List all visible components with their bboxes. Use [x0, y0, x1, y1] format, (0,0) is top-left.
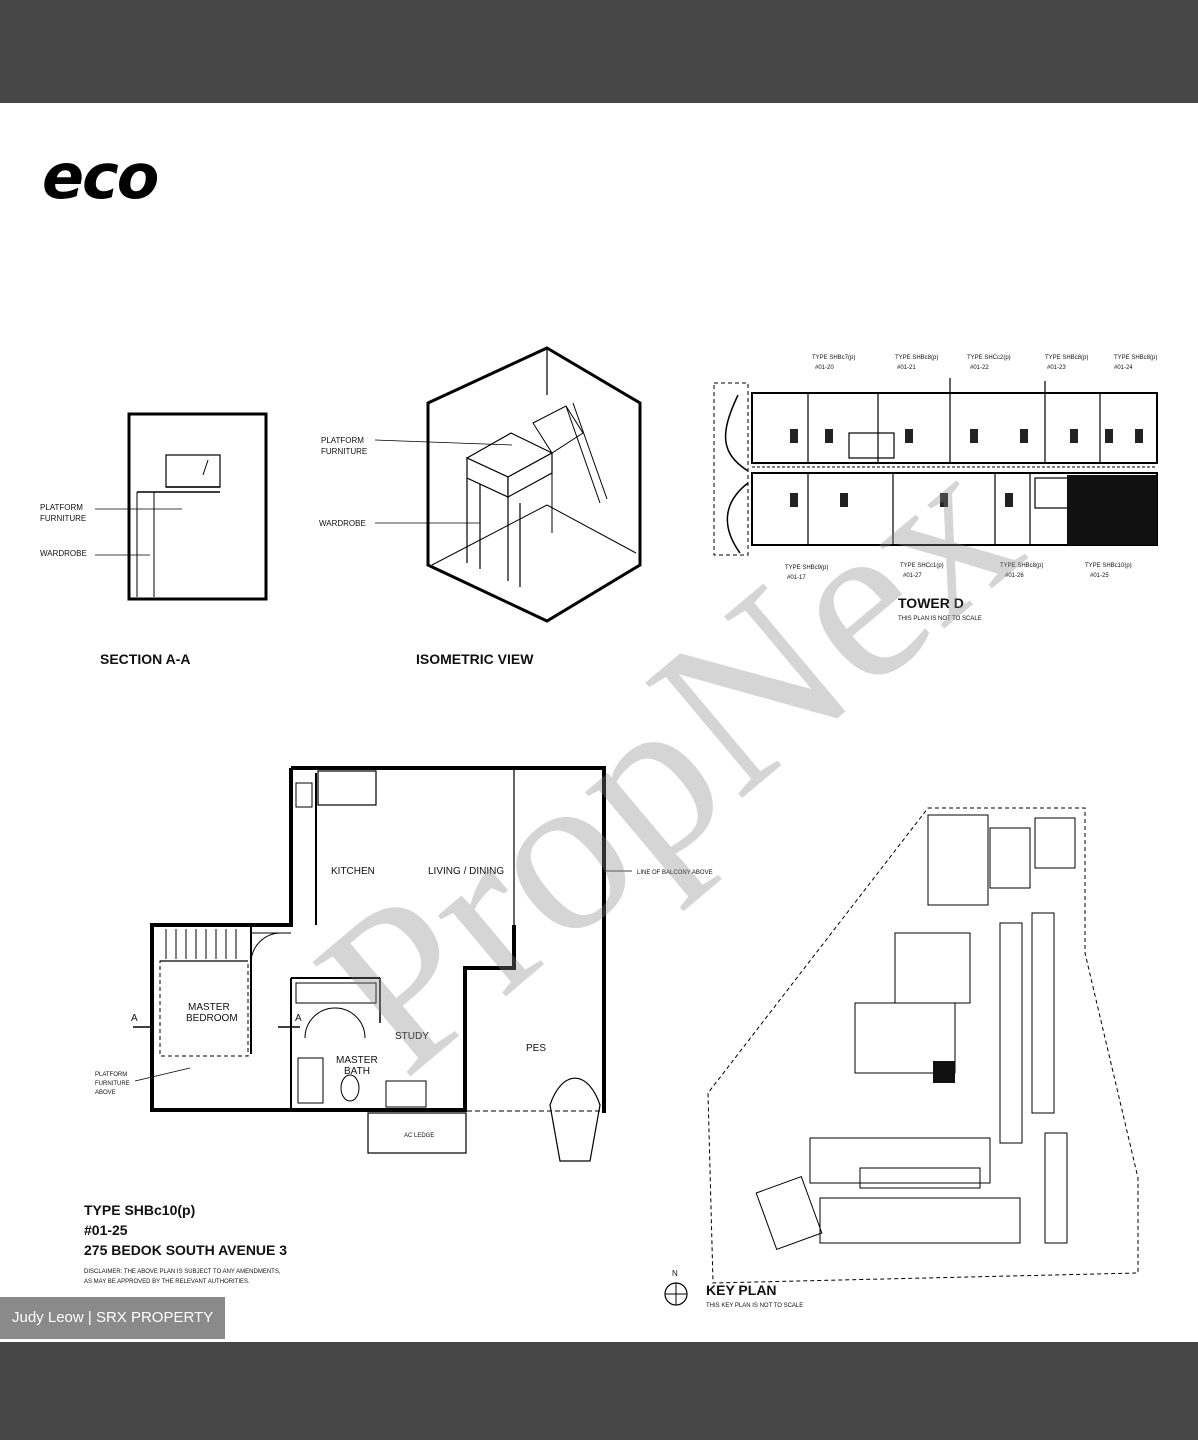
room-study: STUDY [395, 1031, 429, 1042]
tower-unit-type: TYPE SHBc8(p) [1114, 355, 1157, 361]
tower-unit-number: #01-26 [1005, 573, 1024, 579]
room-master-bath-1: MASTER [336, 1055, 378, 1066]
tower-unit-number: #01-20 [815, 365, 834, 371]
tower-unit-number: #01-27 [903, 573, 922, 579]
key-plan-title: KEY PLAN [706, 1282, 777, 1298]
tower-unit-type: TYPE SHBc8(p) [1045, 355, 1088, 361]
logo-text: eco [42, 140, 158, 213]
floor-plan-sheet: eco PLATFORM FURNITURE WARDROBE SECTION … [0, 103, 1198, 1342]
tower-note: THIS PLAN IS NOT TO SCALE [898, 616, 982, 622]
section-platform-label-1: PLATFORM [40, 503, 83, 512]
highlighted-unit-01-25 [1067, 475, 1157, 545]
tower-unit-number: #01-22 [970, 365, 989, 371]
room-pes: PES [526, 1043, 546, 1054]
unit-type: TYPE SHBc10(p) [84, 1202, 195, 1218]
ac-ledge-label: AC LEDGE [404, 1133, 434, 1139]
tower-title: TOWER D [898, 595, 964, 611]
platform-note-1: PLATFORM [95, 1072, 127, 1078]
floor-plan-drawing: eco PLATFORM FURNITURE WARDROBE SECTION … [40, 140, 1158, 1309]
tower-unit-type: TYPE SHBc9(p) [785, 565, 828, 571]
tower-unit-number: #01-21 [897, 365, 916, 371]
tower-unit-number: #01-24 [1114, 365, 1133, 371]
iso-wardrobe-label: WARDROBE [319, 519, 366, 528]
eco-logo: eco [42, 140, 160, 213]
propnex-watermark: PropNex [272, 399, 1062, 1120]
section-marker-a-left: A [131, 1013, 138, 1024]
disclaimer-line-2: AS MAY BE APPROVED BY THE RELEVANT AUTHO… [84, 1279, 250, 1285]
bottom-bar [0, 1342, 1198, 1440]
tower-unit-number: #01-25 [1090, 573, 1109, 579]
balcony-note: LINE OF BALCONY ABOVE [637, 870, 713, 876]
tower-unit-type: TYPE SHBc10(p) [1085, 563, 1132, 569]
tower-unit-type: TYPE SHBc7(p) [812, 355, 855, 361]
tower-unit-number: #01-23 [1047, 365, 1066, 371]
unit-floor-plan: LINE OF BALCONY ABOVE KITCHEN LIVING / D… [95, 766, 713, 1162]
tower-unit-type: TYPE SHBc8(p) [1000, 563, 1043, 569]
room-kitchen: KITCHEN [331, 866, 375, 877]
unit-number: #01-25 [84, 1222, 128, 1238]
tower-bottom-labels: TYPE SHBc9(p) #01-17 TYPE SHCc1(p) #01-2… [785, 563, 1132, 581]
key-plan-highlight [933, 1061, 955, 1083]
isometric-view: PLATFORM FURNITURE WARDROBE ISOMETRIC VI… [319, 346, 642, 667]
isometric-title: ISOMETRIC VIEW [416, 651, 534, 667]
unit-info-block: TYPE SHBc10(p) #01-25 275 BEDOK SOUTH AV… [84, 1202, 287, 1285]
platform-note-3: ABOVE [95, 1090, 116, 1096]
section-a-a: PLATFORM FURNITURE WARDROBE SECTION A-A [40, 412, 268, 667]
tower-unit-number: #01-17 [787, 575, 806, 581]
section-title: SECTION A-A [100, 651, 190, 667]
section-wardrobe-label: WARDROBE [40, 549, 87, 558]
section-platform-label-2: FURNITURE [40, 514, 86, 523]
section-marker-a-right: A [295, 1013, 302, 1024]
tower-d-plan: TYPE SHBc7(p) #01-20 TYPE SHBc8(p) #01-2… [713, 355, 1158, 622]
room-living-dining: LIVING / DINING [428, 866, 504, 877]
room-master-bedroom-2: BEDROOM [186, 1013, 238, 1024]
top-bar [0, 0, 1198, 103]
tower-unit-type: TYPE SHBc8(p) [895, 355, 938, 361]
iso-platform-label-1: PLATFORM [321, 436, 364, 445]
tower-top-labels: TYPE SHBc7(p) #01-20 TYPE SHBc8(p) #01-2… [812, 355, 1157, 371]
key-plan-note: THIS KEY PLAN IS NOT TO SCALE [706, 1303, 803, 1309]
room-master-bedroom-1: MASTER [188, 1002, 230, 1013]
credit-badge: Judy Leow | SRX PROPERTY [0, 1297, 226, 1339]
unit-address: 275 BEDOK SOUTH AVENUE 3 [84, 1242, 287, 1258]
tower-unit-type: TYPE SHCc2(p) [967, 355, 1011, 361]
platform-note-2: FURNITURE [95, 1081, 130, 1087]
room-master-bath-2: BATH [344, 1066, 370, 1077]
disclaimer-line-1: DISCLAIMER: THE ABOVE PLAN IS SUBJECT TO… [84, 1269, 281, 1275]
tower-unit-type: TYPE SHCc1(p) [900, 563, 944, 569]
iso-platform-label-2: FURNITURE [321, 447, 367, 456]
north-label: N [672, 1269, 678, 1278]
key-plan: N KEY PLAN THIS KEY PLAN IS NOT TO SCALE [664, 807, 1139, 1309]
